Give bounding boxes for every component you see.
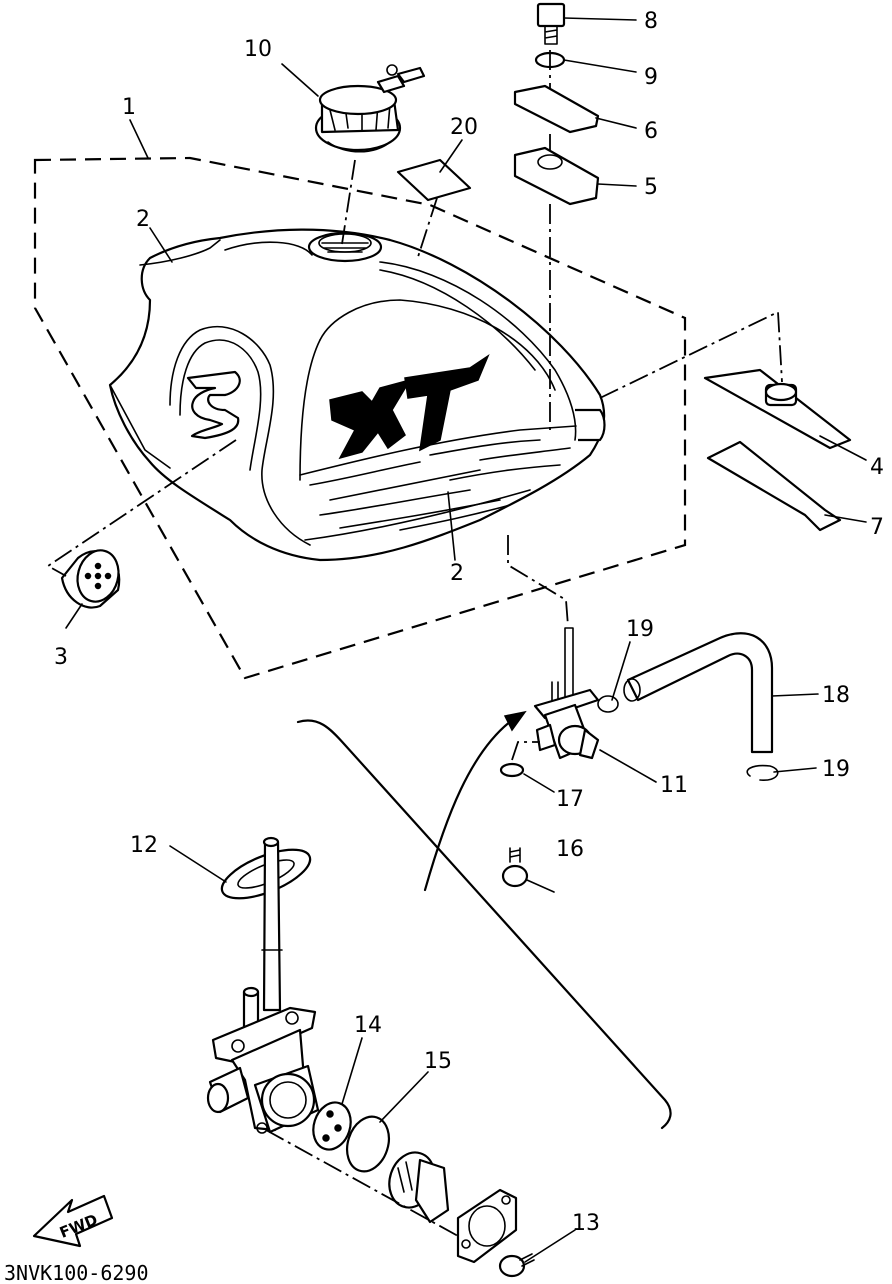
leader-lines <box>65 17 867 1263</box>
screw-part-16 <box>501 847 529 888</box>
callout-18: 18 <box>822 683 850 708</box>
detail-view-bracket <box>296 719 672 1130</box>
fuel-cock-part-11 <box>533 627 600 760</box>
callout-19b: 19 <box>822 757 850 782</box>
callout-7: 7 <box>870 515 884 540</box>
callout-8: 8 <box>644 9 658 34</box>
fuel-cock-cover-plate <box>456 1188 518 1264</box>
callout-9: 9 <box>644 65 658 90</box>
callout-labels: 1 2 2 3 4 5 6 7 8 9 10 11 12 13 14 15 16… <box>54 9 884 1236</box>
grommet-part-3 <box>60 549 121 609</box>
fuel-cock-lever <box>388 1151 450 1224</box>
damper-part-5 <box>513 146 600 206</box>
fuel-cap <box>314 64 426 153</box>
callout-17: 17 <box>556 787 584 812</box>
fuel-hose-part-18 <box>626 632 774 754</box>
callout-10: 10 <box>244 37 272 62</box>
plate-part-7 <box>706 440 842 532</box>
callout-15: 15 <box>424 1049 452 1074</box>
plate-part-6 <box>513 84 600 134</box>
gasket-part-14 <box>312 1101 352 1151</box>
drawing-code: 3NVK100-6290 <box>4 1261 149 1284</box>
callout-3: 3 <box>54 645 68 670</box>
xt-logo: XT <box>329 354 490 460</box>
washer-part-17 <box>499 762 525 778</box>
label-part-20 <box>396 158 472 202</box>
callout-2a: 2 <box>136 207 150 232</box>
screw-part-13 <box>498 1253 535 1278</box>
bracket-part-4 <box>703 368 852 450</box>
detail-view-arrow <box>423 716 517 892</box>
diaphragm-part-15 <box>346 1115 390 1173</box>
callout-20: 20 <box>450 115 478 140</box>
callout-13: 13 <box>572 1211 600 1236</box>
fuel-cock-detail <box>206 836 320 1134</box>
callout-16: 16 <box>556 837 584 862</box>
callout-19a: 19 <box>626 617 654 642</box>
clip-part-19b <box>746 764 779 781</box>
callout-5: 5 <box>644 175 658 200</box>
clip-part-19a <box>597 695 619 713</box>
callout-2b: 2 <box>450 561 464 586</box>
assembly-center-lines <box>46 50 783 1237</box>
callout-12: 12 <box>130 833 158 858</box>
callout-14: 14 <box>354 1013 382 1038</box>
bolt-part-8 <box>536 2 566 45</box>
forward-direction-arrow: FWD <box>32 1194 114 1248</box>
callout-11: 11 <box>660 773 688 798</box>
callout-4: 4 <box>870 455 884 480</box>
callout-1: 1 <box>122 95 136 120</box>
callout-6: 6 <box>644 119 658 144</box>
